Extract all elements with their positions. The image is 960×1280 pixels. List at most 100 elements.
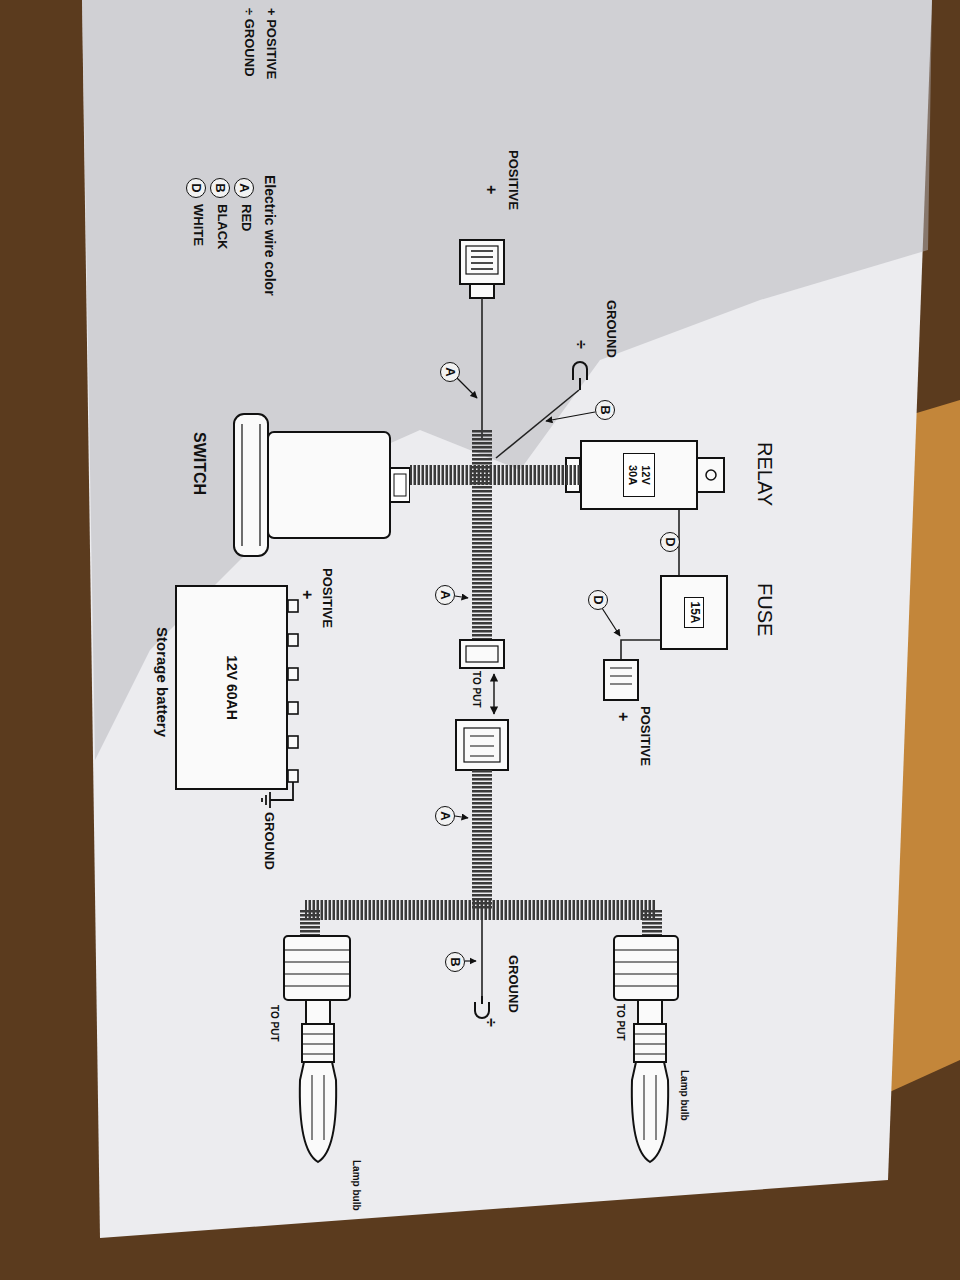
node-text: 15A bbox=[684, 597, 704, 627]
switch-outline bbox=[242, 424, 260, 546]
wire-label: + POSITIVE bbox=[263, 8, 278, 79]
lamp-bulb bbox=[300, 1062, 336, 1162]
wire-harness bbox=[472, 430, 492, 640]
wire-label: GROUND bbox=[261, 812, 276, 870]
plug-connector bbox=[466, 646, 498, 662]
battery-box: 12V 60AHStorage battery bbox=[175, 585, 288, 790]
lamp-socket bbox=[284, 950, 350, 986]
lamp-harness bbox=[305, 900, 655, 920]
white-wire bbox=[621, 640, 660, 660]
lamp-bulb bbox=[302, 1024, 334, 1062]
battery-terminal bbox=[288, 634, 298, 646]
wire-label: ÷ bbox=[572, 340, 590, 349]
lamp-harness bbox=[472, 770, 492, 910]
relay-tab bbox=[706, 470, 716, 480]
leader-line bbox=[455, 596, 468, 598]
lamp-harness bbox=[305, 770, 655, 936]
lamp-bulb bbox=[634, 1024, 666, 1062]
lamp-bulb bbox=[634, 1034, 666, 1054]
plug-connector bbox=[464, 728, 500, 762]
wire-label: + bbox=[482, 185, 500, 194]
positive-connector bbox=[466, 246, 498, 274]
plug-connector bbox=[456, 640, 508, 770]
fuse-connector bbox=[604, 660, 638, 700]
callout-letter: A bbox=[435, 585, 455, 605]
lamp-harness bbox=[642, 910, 662, 936]
fuse-box: FUSE15A bbox=[660, 575, 728, 650]
black-wire bbox=[496, 390, 579, 458]
callout-letter: B bbox=[595, 400, 615, 420]
wire-harness bbox=[410, 465, 580, 485]
lamp-ground-wire bbox=[481, 920, 483, 996]
battery-terminal bbox=[288, 736, 298, 748]
join-arrow bbox=[493, 674, 494, 714]
fuse-connector bbox=[610, 668, 632, 684]
lamp-socket bbox=[614, 950, 678, 986]
callout-letter: B bbox=[210, 178, 230, 198]
lamp-bulb bbox=[302, 1034, 334, 1054]
wire-label: ÷ GROUND bbox=[241, 8, 256, 77]
lamp-bulb bbox=[306, 1000, 330, 1024]
callout-letter: D bbox=[588, 590, 608, 610]
red-wire bbox=[481, 298, 483, 440]
switch-outline bbox=[394, 474, 406, 496]
callout-letter: D bbox=[186, 178, 206, 198]
lamp-socket bbox=[284, 936, 350, 1000]
wire-label: Lamp bulb bbox=[351, 1160, 363, 1211]
legend-text: RED bbox=[238, 204, 253, 231]
callout-letter: D bbox=[660, 532, 680, 552]
leader-line bbox=[602, 608, 620, 636]
plug-connector bbox=[460, 640, 504, 668]
positive-connector bbox=[460, 240, 504, 284]
callout-letter: B bbox=[445, 952, 465, 972]
relay-box: RELAY12V 30A bbox=[580, 440, 698, 510]
legend-text: WHITE bbox=[190, 204, 205, 246]
wire-label: Electric wire color bbox=[262, 175, 278, 296]
wire-label: TO PUT bbox=[615, 1004, 627, 1040]
leader-line bbox=[457, 378, 477, 398]
wire-label: + bbox=[614, 712, 632, 721]
node-heading: FUSE bbox=[753, 583, 776, 636]
fuse-connector bbox=[604, 660, 638, 700]
wire-label: ÷ bbox=[482, 1018, 500, 1027]
callout-letter: A bbox=[440, 362, 460, 382]
positive-connector bbox=[470, 284, 494, 298]
battery-terminal bbox=[288, 770, 298, 782]
plug-connector bbox=[470, 736, 494, 756]
lamp-socket bbox=[614, 936, 678, 1000]
switch-box: SWITCH bbox=[230, 410, 410, 560]
lamp-bulb bbox=[638, 1000, 662, 1024]
switch-outline bbox=[230, 410, 410, 560]
lamp-socket bbox=[284, 936, 678, 1000]
callout-letter: A bbox=[435, 806, 455, 826]
relay-tab bbox=[696, 458, 724, 492]
wire-label: + bbox=[298, 590, 316, 599]
lamp-bulb bbox=[300, 1000, 668, 1162]
wire-label: GROUND bbox=[603, 300, 618, 358]
wire-label: TO PUT bbox=[269, 1005, 281, 1041]
wire-label: POSITIVE bbox=[505, 150, 520, 210]
lamp-bulb bbox=[632, 1062, 668, 1162]
switch-outline bbox=[268, 432, 390, 538]
leader-line bbox=[546, 412, 595, 421]
wire-label: GROUND bbox=[505, 955, 520, 1013]
lamp-bulb bbox=[312, 1075, 324, 1140]
battery-terminal bbox=[288, 702, 298, 714]
battery-terminal bbox=[288, 600, 298, 782]
paper-sheet bbox=[82, 0, 932, 1238]
lamp-bulb bbox=[644, 1075, 656, 1140]
positive-connector bbox=[460, 240, 504, 298]
switch-outline bbox=[390, 468, 410, 502]
callout-letter: A bbox=[234, 178, 254, 198]
battery-terminal bbox=[288, 600, 298, 612]
node-heading: RELAY bbox=[753, 442, 776, 506]
wire-label: POSITIVE bbox=[637, 706, 652, 766]
node-heading: Storage battery bbox=[154, 627, 171, 737]
node-heading: SWITCH bbox=[190, 432, 208, 495]
node-text: 12V 60AH bbox=[223, 655, 239, 720]
